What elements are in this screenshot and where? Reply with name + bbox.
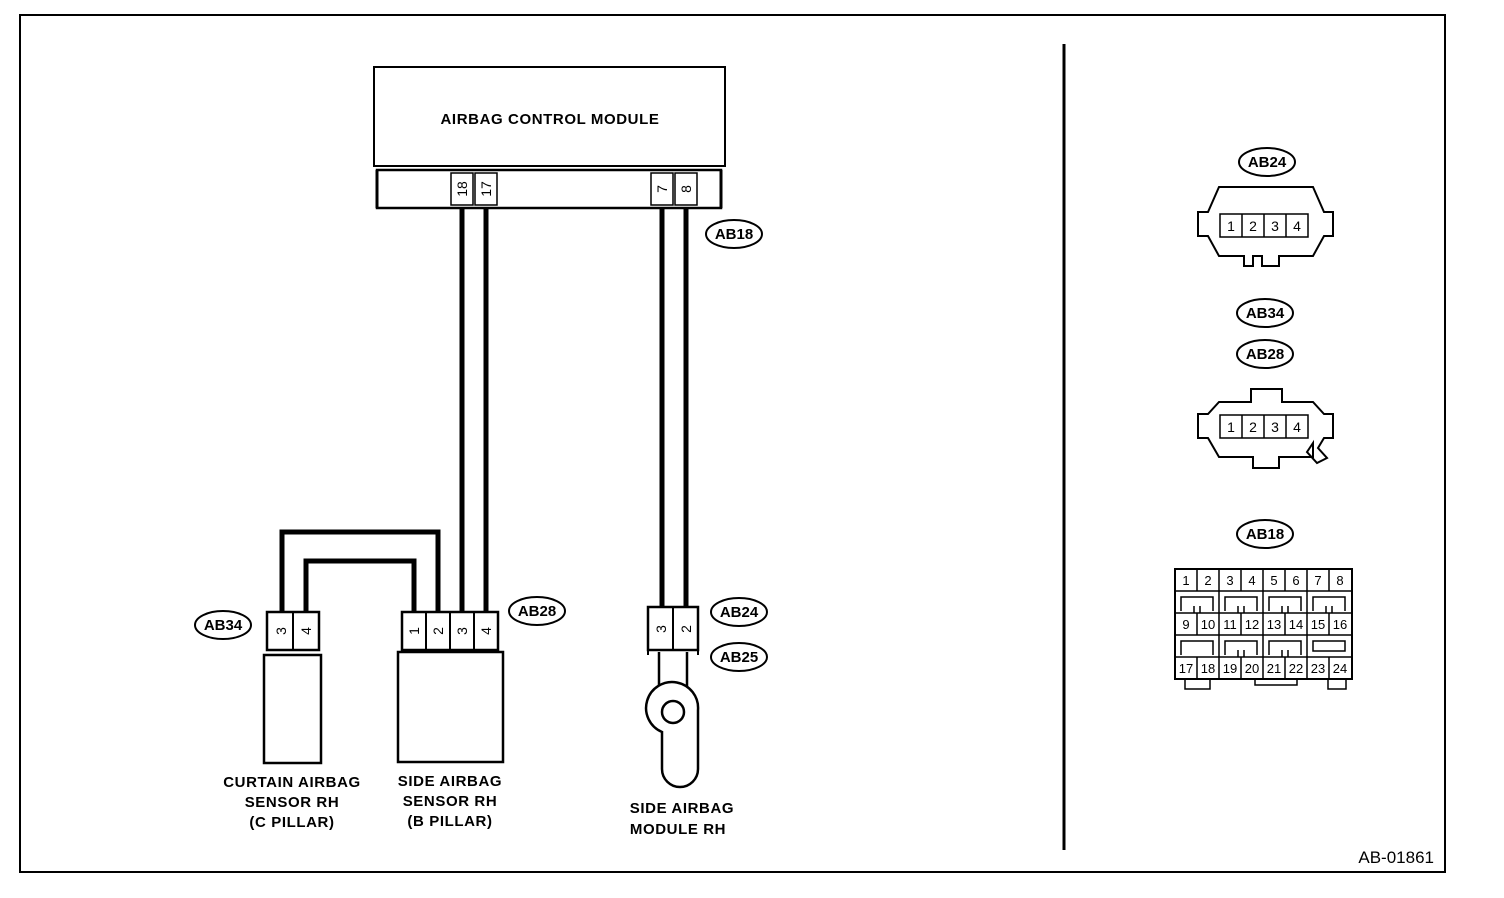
svg-text:AB24: AB24: [1248, 154, 1287, 171]
svg-text:2: 2: [1204, 573, 1211, 588]
svg-text:AB18: AB18: [1246, 526, 1284, 543]
connector-view-ab34-ab28: AB34 AB28 1 2 3 4: [1197, 298, 1334, 469]
svg-text:23: 23: [1311, 661, 1325, 676]
curtain-pin-3: 3: [273, 627, 289, 635]
svg-text:2: 2: [1249, 218, 1257, 234]
svg-text:3: 3: [1226, 573, 1233, 588]
svg-text:9: 9: [1182, 617, 1189, 632]
svg-text:AB24: AB24: [720, 604, 759, 621]
svg-text:24: 24: [1333, 661, 1347, 676]
svg-text:SIDE AIRBAG: SIDE AIRBAG: [630, 800, 734, 817]
tag-ab34-curtain: AB34: [194, 610, 252, 640]
svg-text:7: 7: [1314, 573, 1321, 588]
svg-text:MODULE RH: MODULE RH: [630, 821, 726, 838]
svg-text:17: 17: [1179, 661, 1193, 676]
wire-44-1: [303, 558, 417, 612]
tag-ab25-module: AB25: [710, 642, 768, 672]
diagram-frame: [19, 14, 1446, 873]
svg-text:AB28: AB28: [518, 603, 556, 620]
side-module-pin-2: 2: [678, 625, 694, 633]
figure-code: AB-01861: [1358, 848, 1434, 867]
module-label: AIRBAG CONTROL MODULE: [441, 111, 660, 128]
svg-text:1: 1: [1227, 419, 1235, 435]
tag-ab24-module: AB24: [710, 597, 768, 627]
svg-text:11: 11: [1223, 617, 1237, 632]
airbag-control-module: AIRBAG CONTROL MODULE 18 17 7 8: [373, 66, 726, 210]
svg-text:12: 12: [1245, 617, 1259, 632]
svg-text:22: 22: [1289, 661, 1303, 676]
svg-text:19: 19: [1223, 661, 1237, 676]
connector-view-ab18: AB18: [1174, 519, 1353, 690]
svg-text:AB18: AB18: [715, 226, 753, 243]
side-module-pin-3: 3: [653, 625, 669, 633]
svg-text:21: 21: [1267, 661, 1281, 676]
svg-text:SENSOR RH: SENSOR RH: [245, 794, 340, 811]
svg-text:6: 6: [1292, 573, 1299, 588]
svg-text:16: 16: [1333, 617, 1347, 632]
side-sensor-pin-4: 4: [478, 627, 494, 635]
connector-view-ab24: AB24 1 2 3 4: [1197, 147, 1334, 267]
svg-text:13: 13: [1267, 617, 1281, 632]
wires: [279, 208, 689, 612]
svg-text:18: 18: [1201, 661, 1215, 676]
side-sensor-pin-3: 3: [454, 627, 470, 635]
module-pin-18: 18: [454, 181, 470, 197]
svg-text:(C PILLAR): (C PILLAR): [249, 814, 334, 831]
svg-text:1: 1: [1182, 573, 1189, 588]
module-pin-8: 8: [678, 185, 694, 193]
svg-text:AB34: AB34: [1246, 305, 1285, 322]
wire-34-2: [279, 529, 441, 612]
side-airbag-module: 3 2 SIDE AIRBAG MODULE RH: [630, 605, 734, 838]
inflator-shape: [644, 680, 700, 789]
svg-text:CURTAIN AIRBAG: CURTAIN AIRBAG: [223, 774, 361, 791]
module-pin-17: 17: [478, 181, 494, 197]
tag-ab18: AB18: [705, 219, 763, 249]
svg-text:(B PILLAR): (B PILLAR): [407, 813, 492, 830]
svg-text:AB25: AB25: [720, 649, 758, 666]
svg-text:3: 3: [1271, 218, 1279, 234]
svg-text:14: 14: [1289, 617, 1303, 632]
svg-text:4: 4: [1293, 218, 1301, 234]
svg-text:2: 2: [1249, 419, 1257, 435]
svg-text:AB34: AB34: [204, 617, 243, 634]
side-sensor-pin-1: 1: [406, 627, 422, 635]
svg-text:15: 15: [1311, 617, 1325, 632]
curtain-pin-4: 4: [298, 627, 314, 635]
svg-text:4: 4: [1248, 573, 1255, 588]
side-sensor-pin-2: 2: [430, 627, 446, 635]
svg-text:5: 5: [1270, 573, 1277, 588]
tag-ab28-sensor: AB28: [508, 596, 566, 626]
svg-text:10: 10: [1201, 617, 1215, 632]
svg-text:20: 20: [1245, 661, 1259, 676]
svg-text:1: 1: [1227, 218, 1235, 234]
svg-text:AB28: AB28: [1246, 346, 1284, 363]
svg-text:4: 4: [1293, 419, 1301, 435]
svg-text:3: 3: [1271, 419, 1279, 435]
svg-text:SENSOR RH: SENSOR RH: [403, 793, 498, 810]
curtain-airbag-sensor: 3 4 CURTAIN AIRBAG SENSOR RH (C PILLAR): [223, 610, 361, 831]
svg-text:8: 8: [1336, 573, 1343, 588]
side-airbag-sensor: 1 2 3 4 SIDE AIRBAG SENSOR RH (B PILLAR): [396, 610, 505, 830]
module-pin-7: 7: [654, 185, 670, 193]
svg-text:SIDE AIRBAG: SIDE AIRBAG: [398, 773, 502, 790]
